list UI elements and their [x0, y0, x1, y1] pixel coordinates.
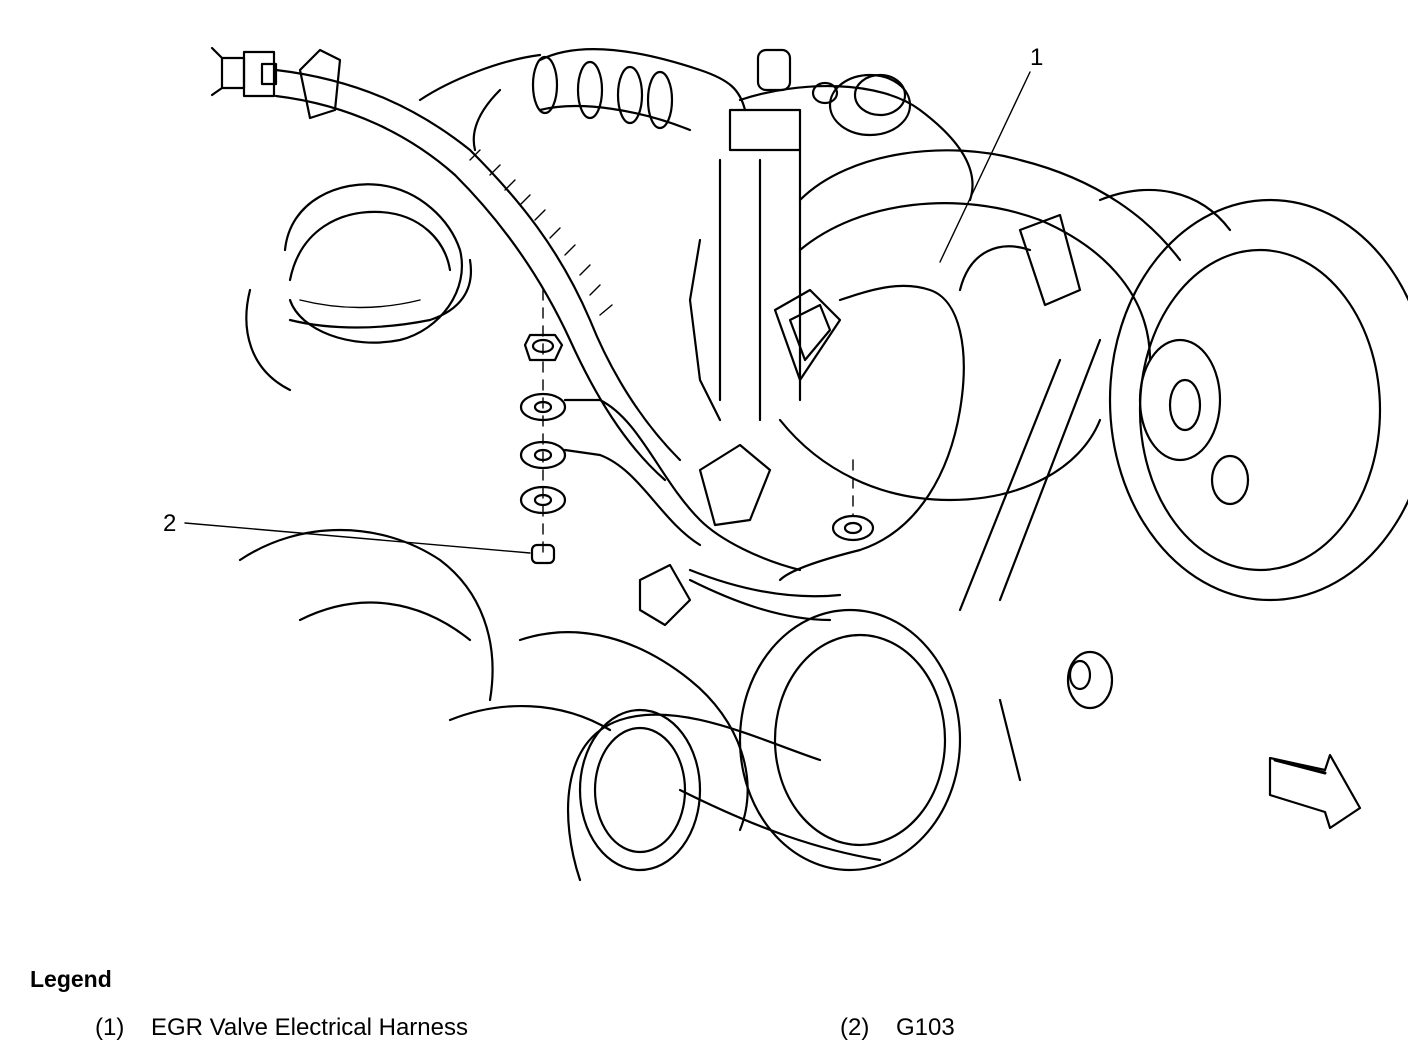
legend-item-1-number: (1): [95, 1014, 125, 1041]
legend-item-2-number: (2): [840, 1014, 870, 1041]
callout-1-leader: [939, 71, 1031, 263]
intake-manifold: [238, 149, 1232, 832]
callout-2-label: 2: [163, 510, 177, 537]
drive-belt: [567, 338, 1102, 882]
legend-item-2-text: G103: [896, 1014, 955, 1041]
throttle-body: [245, 183, 473, 392]
top-connector: [210, 46, 342, 120]
legend-item-1-text: EGR Valve Electrical Harness: [151, 1014, 468, 1041]
ground-fastener-stack: [519, 289, 875, 572]
egr-valve: [688, 48, 974, 422]
engine-component-illustration: [184, 46, 1408, 882]
right-pulley: [1066, 198, 1408, 710]
callout-2-leader: [184, 522, 531, 554]
legend-item-1: (1) EGR Valve Electrical Harness: [95, 1014, 468, 1042]
egr-connector: [638, 213, 1082, 627]
wire-harness: [274, 53, 682, 482]
front-direction-arrow-icon: [1268, 753, 1362, 830]
upper-hose: [472, 47, 747, 152]
legend-title: Legend: [30, 966, 112, 992]
legend-item-2: (2) G103: [840, 1014, 955, 1042]
callout-1-label: 1: [1030, 44, 1044, 71]
